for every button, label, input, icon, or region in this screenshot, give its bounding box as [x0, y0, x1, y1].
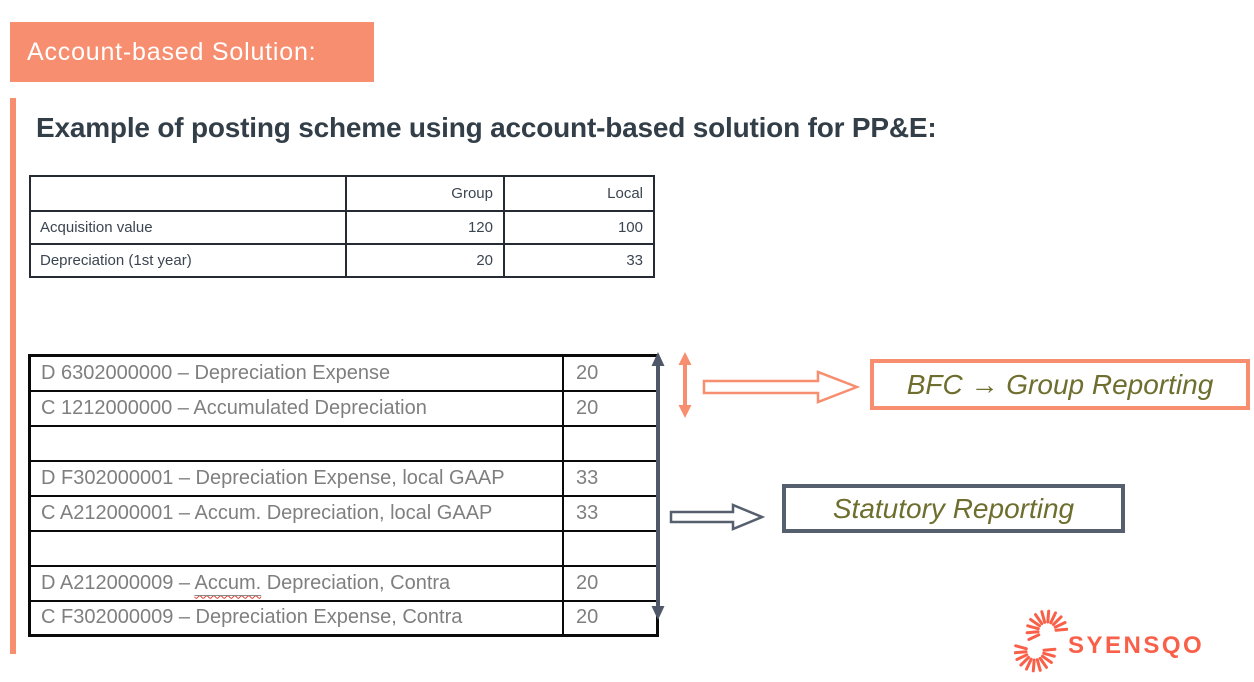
group-value: 120: [345, 210, 505, 245]
account-cell: D 6302000000 – Depreciation Expense: [28, 354, 564, 392]
table-row: D F302000001 – Depreciation Expense, loc…: [28, 459, 659, 497]
header-cell-empty: [29, 175, 347, 212]
section-badge: Account-based Solution:: [10, 22, 374, 82]
vertical-double-arrow-orange-icon: [678, 352, 692, 418]
amount-cell: 33: [562, 494, 659, 532]
amount-cell: 20: [562, 389, 659, 427]
syensqo-logo-icon: [1014, 609, 1068, 673]
amount-cell: [562, 424, 659, 462]
table-row: Acquisition value 120 100: [29, 210, 655, 245]
table-row-empty: [28, 529, 659, 567]
group-value: 20: [345, 243, 505, 278]
summary-table: Group Local Acquisition value 120 100 De…: [29, 175, 655, 278]
account-cell: D F302000001 – Depreciation Expense, loc…: [28, 459, 564, 497]
account-cell: C A212000001 – Accum. Depreciation, loca…: [28, 494, 564, 532]
row-label: Depreciation (1st year): [29, 243, 347, 278]
syensqo-logo-text: SYENSQO: [1068, 632, 1205, 659]
misspelled-word: Accum.: [194, 571, 262, 594]
account-cell: [28, 424, 564, 462]
statutory-reporting-label: Statutory Reporting: [832, 492, 1075, 524]
group-reporting-box: BFC → Group Reporting: [870, 359, 1250, 410]
amount-cell: 20: [562, 564, 659, 602]
table-header-row: Group Local: [29, 175, 655, 212]
slide-title: Example of posting scheme using account-…: [36, 112, 937, 143]
table-row: Depreciation (1st year) 20 33: [29, 243, 655, 278]
table-row-empty: [28, 424, 659, 462]
amount-cell: 20: [562, 354, 659, 392]
local-value: 100: [503, 210, 655, 245]
amount-cell: 20: [562, 599, 659, 637]
local-value: 33: [503, 243, 655, 278]
amount-cell: 33: [562, 459, 659, 497]
statutory-reporting-box: Statutory Reporting: [782, 484, 1125, 533]
table-row: C F302000009 – Depreciation Expense, Con…: [28, 599, 659, 637]
group-reporting-label: BFC → Group Reporting: [906, 368, 1214, 400]
table-row: D A212000009 – Accum. Depreciation, Cont…: [28, 564, 659, 602]
posting-table: D 6302000000 – Depreciation Expense 20 C…: [28, 354, 659, 637]
left-accent-bar: [10, 98, 16, 654]
header-cell-group: Group: [345, 175, 505, 212]
gray-right-arrow-icon: [669, 503, 765, 531]
account-text: Depreciation, Contra: [261, 571, 451, 594]
table-row: C A212000001 – Accum. Depreciation, loca…: [28, 494, 659, 532]
vertical-double-arrow-dark-icon: [651, 352, 665, 620]
section-badge-label: Account-based Solution:: [27, 37, 317, 66]
account-text: D A212000009 –: [41, 571, 195, 594]
account-cell: C F302000009 – Depreciation Expense, Con…: [28, 599, 564, 637]
amount-cell: [562, 529, 659, 567]
orange-right-arrow-icon: [702, 370, 860, 404]
account-cell: [28, 529, 564, 567]
header-cell-local: Local: [503, 175, 655, 212]
table-row: C 1212000000 – Accumulated Depreciation …: [28, 389, 659, 427]
account-cell: D A212000009 – Accum. Depreciation, Cont…: [28, 564, 564, 602]
row-label: Acquisition value: [29, 210, 347, 245]
account-cell: C 1212000000 – Accumulated Depreciation: [28, 389, 564, 427]
table-row: D 6302000000 – Depreciation Expense 20: [28, 354, 659, 392]
misspelled-word-underline: Accum.: [194, 572, 261, 594]
